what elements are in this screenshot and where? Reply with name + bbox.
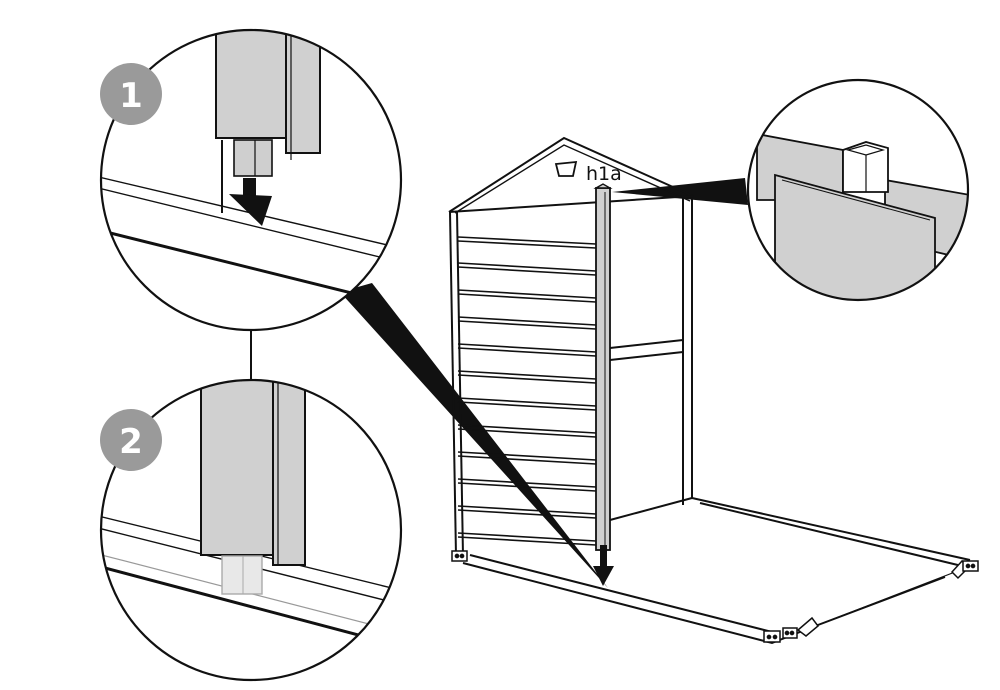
step-badge-1 bbox=[100, 63, 162, 125]
panel-part-icon bbox=[554, 160, 578, 177]
callout-pointer-3 bbox=[612, 178, 748, 205]
shed-frame bbox=[448, 136, 971, 645]
part-label: h1a bbox=[586, 163, 622, 185]
step-number-1: 1 bbox=[119, 76, 143, 116]
part-label-group: h1a bbox=[554, 160, 622, 185]
detail-circle-step-2: 2 bbox=[99, 378, 403, 682]
step-badge-2 bbox=[100, 409, 162, 471]
step-number-2: 2 bbox=[119, 422, 143, 462]
detail-circle-top-joint bbox=[746, 78, 970, 302]
highlighted-post bbox=[593, 183, 613, 551]
callout-pointer-1 bbox=[340, 283, 608, 588]
floor-brackets bbox=[451, 550, 979, 643]
wall-slats bbox=[457, 236, 597, 546]
insertion-arrow bbox=[593, 545, 614, 586]
detail-circle-step-1: 1 bbox=[99, 28, 403, 332]
